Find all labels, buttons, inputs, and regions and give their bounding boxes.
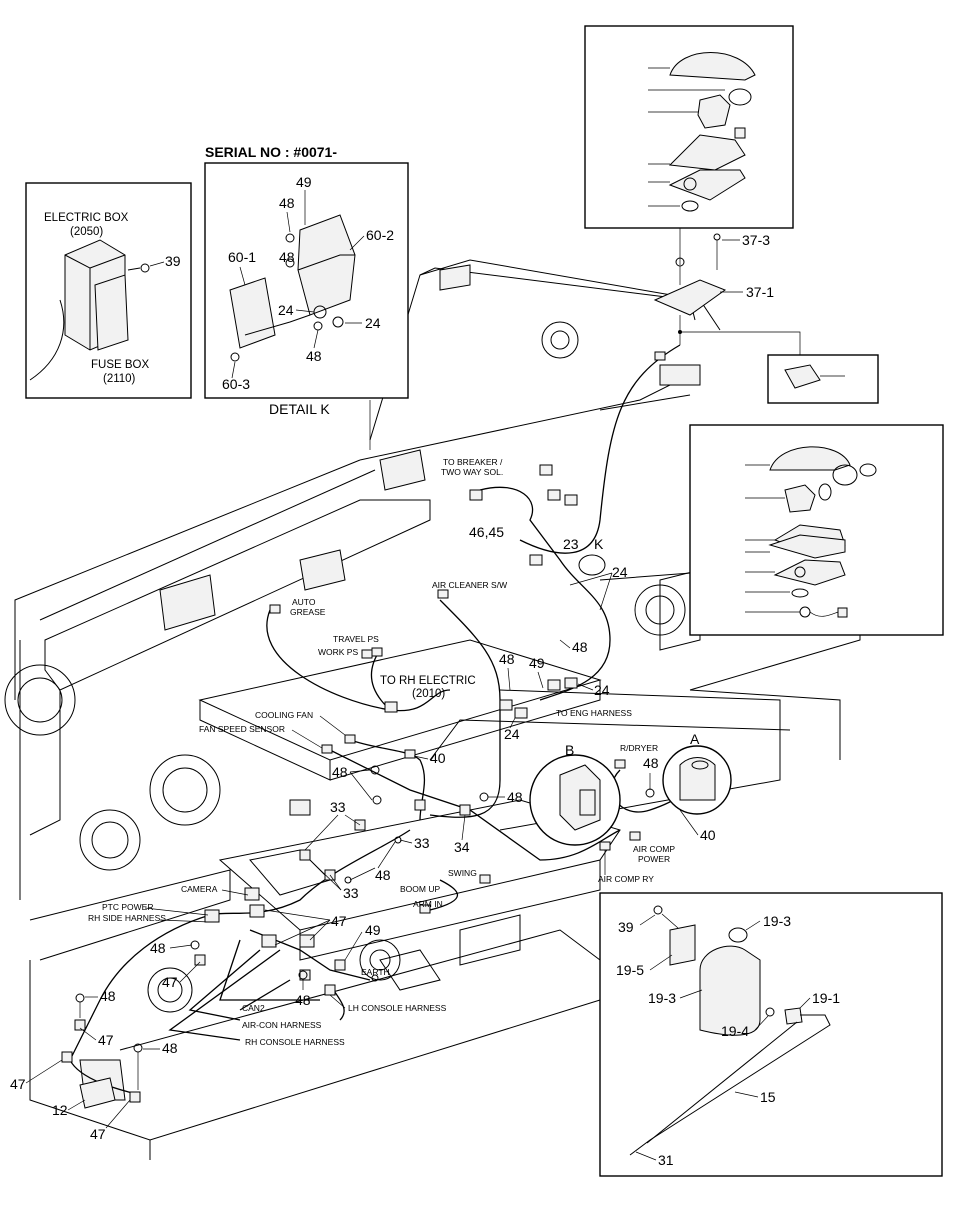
callout-19-4: 19-4 (721, 1023, 749, 1039)
callout-39-left: 39 (165, 253, 181, 269)
callout-19-3-bottom: 19-3 (648, 990, 676, 1006)
callout-47-c: 47 (98, 1032, 114, 1048)
callout-49-k: 49 (296, 174, 312, 190)
callout-48-a: 48 (499, 651, 515, 667)
callout-24-c: 24 (504, 726, 520, 742)
label-lh-console-harness: LH CONSOLE HARNESS (348, 1003, 447, 1013)
callout-46-45: 46,45 (469, 524, 504, 540)
label-cooling-fan: COOLING FAN (255, 710, 313, 720)
callout-k: K (594, 536, 604, 552)
callout-33-b: 33 (414, 835, 430, 851)
callout-47-a: 47 (331, 913, 347, 929)
label-rh-console-harness: RH CONSOLE HARNESS (245, 1037, 345, 1047)
callout-48-k1: 48 (279, 195, 295, 211)
label-ptc-power: PTC POWER (102, 902, 153, 912)
callout-23: 23 (563, 536, 579, 552)
connectors (61, 351, 666, 1109)
callout-47-e: 47 (90, 1126, 106, 1142)
callout-48-c: 48 (332, 764, 348, 780)
callout-31: 31 (658, 1152, 674, 1168)
inset-washer-tank: 39 19-3 19-5 19-3 19-1 19-4 15 31 (599, 892, 943, 1177)
callout-47-b: 47 (162, 974, 178, 990)
callout-48-g: 48 (150, 940, 166, 956)
serial-number: SERIAL NO : #0071- (205, 144, 337, 160)
callout-60-3: 60-3 (222, 376, 250, 392)
label-to-breaker: TO BREAKER / (443, 457, 503, 467)
callout-12: 12 (52, 1102, 68, 1118)
label-power: POWER (638, 854, 670, 864)
label-to-eng-harness: TO ENG HARNESS (556, 708, 632, 718)
bracket-37: 37-3 37-1 (653, 232, 879, 404)
label-can2: CAN2 (242, 1003, 265, 1013)
callout-48-j: 48 (162, 1040, 178, 1056)
callout-b: B (565, 742, 574, 758)
label-fan-speed-sensor: FAN SPEED SENSOR (199, 724, 285, 734)
callout-48-f: 48 (375, 867, 391, 883)
callout-34: 34 (454, 839, 470, 855)
label-travel-ps: TRAVEL PS (333, 634, 379, 644)
inset-b: B (529, 742, 621, 846)
label-swing: SWING (448, 868, 477, 878)
label-to-rh-electric: TO RH ELECTRIC (380, 675, 476, 687)
callout-48-e: 48 (507, 789, 523, 805)
callout-37-3: 37-3 (742, 232, 770, 248)
detail-k-label: DETAIL K (269, 401, 330, 417)
callout-40-a: 40 (430, 750, 446, 766)
callout-49-a: 49 (529, 655, 545, 671)
label-air-comp: AIR COMP (633, 844, 675, 854)
label-two-way-sol: TWO WAY SOL. (441, 467, 503, 477)
callout-48-d: 48 (643, 755, 659, 771)
label-grease: GREASE (290, 607, 326, 617)
callout-40-b: 40 (700, 827, 716, 843)
label-air-cleaner: AIR CLEANER S/W (432, 580, 507, 590)
inset-lamp-mid (689, 424, 944, 636)
inset-detail-k: SERIAL NO : #0071- 49 48 60-2 60-1 48 24… (204, 144, 409, 450)
callout-39-tank: 39 (618, 919, 634, 935)
label-work-ps: WORK PS (318, 647, 358, 657)
callout-24-b: 24 (594, 682, 610, 698)
callout-19-3-top: 19-3 (763, 913, 791, 929)
callout-48-i: 48 (100, 988, 116, 1004)
fuse-box-code: (2110) (103, 373, 136, 385)
callout-19-5: 19-5 (616, 962, 644, 978)
label-boom-up: BOOM UP (400, 884, 440, 894)
label-auto: AUTO (292, 597, 316, 607)
callout-33-c: 33 (343, 885, 359, 901)
callout-48-k2: 48 (279, 249, 295, 265)
callout-15: 15 (760, 1089, 776, 1105)
label-air-comp-ry: AIR COMP RY (598, 874, 654, 884)
electric-box-code: (2050) (70, 226, 103, 238)
label-r-dryer: R/DRYER (620, 743, 658, 753)
label-rh-side-harness: RH SIDE HARNESS (88, 913, 166, 923)
callout-a: A (690, 731, 700, 747)
callout-49-b: 49 (365, 922, 381, 938)
callout-24-k2: 24 (365, 315, 381, 331)
callout-37-1: 37-1 (746, 284, 774, 300)
callout-60-1: 60-1 (228, 249, 256, 265)
callout-48-b: 48 (572, 639, 588, 655)
inset-electric-box: ELECTRIC BOX (2050) 39 FUSE BOX (2110) (25, 182, 192, 399)
callout-60-2: 60-2 (366, 227, 394, 243)
label-camera: CAMERA (181, 884, 218, 894)
callout-33-a: 33 (330, 799, 346, 815)
label-aircon-harness: AIR-CON HARNESS (242, 1020, 322, 1030)
callout-24-k1: 24 (278, 302, 294, 318)
label-earth: EARTH (361, 967, 390, 977)
callout-19-1: 19-1 (812, 990, 840, 1006)
electric-box-label: ELECTRIC BOX (44, 212, 129, 224)
main-callouts: TO BREAKER / TWO WAY SOL. 46,45 23 K AIR… (10, 457, 716, 1142)
fuse-box-label: FUSE BOX (91, 359, 149, 371)
callout-48-k3: 48 (306, 348, 322, 364)
callout-48-h: 48 (295, 992, 311, 1008)
inset-lamp-top (584, 25, 794, 265)
label-arm-in: ARM IN (413, 899, 443, 909)
label-rh-electric-code: (2010) (412, 688, 445, 700)
callout-24-a: 24 (612, 564, 628, 580)
callout-47-d: 47 (10, 1076, 26, 1092)
inset-a: A (662, 731, 732, 815)
